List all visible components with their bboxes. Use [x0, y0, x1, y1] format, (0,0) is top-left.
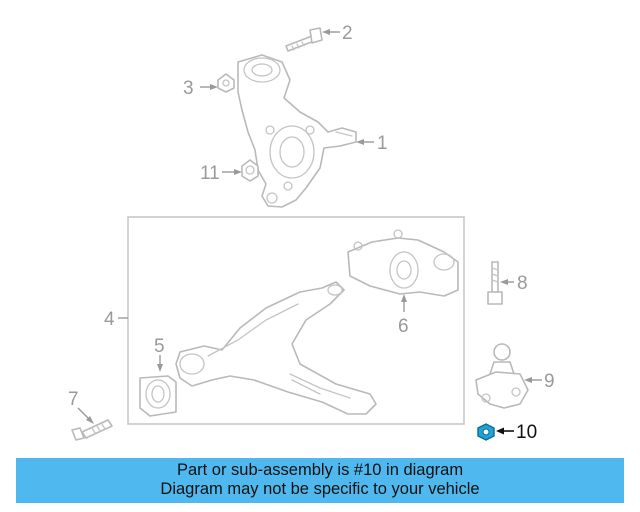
callout-2: 2	[342, 23, 353, 44]
steering-knuckle-part[interactable]	[237, 54, 357, 208]
bolt-part-8[interactable]	[487, 261, 503, 305]
bushing-part-5[interactable]	[139, 375, 177, 417]
banner-line-1: Part or sub-assembly is #10 in diagram	[176, 461, 464, 479]
callout-7: 7	[68, 389, 79, 410]
callout-4: 4	[104, 309, 115, 330]
control-arm-assembly-frame	[127, 216, 465, 425]
bolt-part-7[interactable]	[71, 419, 113, 441]
callout-3: 3	[183, 78, 194, 99]
banner-line-2: Diagram may not be specific to your vehi…	[160, 480, 480, 498]
callout-11: 11	[200, 163, 220, 184]
knuckle-bolt-part[interactable]	[285, 27, 323, 52]
lower-control-arm-part[interactable]	[175, 281, 377, 415]
nut-part-11[interactable]	[241, 159, 259, 182]
info-banner: Part or sub-assembly is #10 in diagram D…	[16, 458, 624, 503]
nut-part-3[interactable]	[217, 73, 235, 93]
callout-9: 9	[544, 371, 555, 392]
callout-8: 8	[517, 273, 528, 294]
callout-5: 5	[154, 336, 165, 357]
ball-joint-part-9[interactable]	[475, 343, 529, 409]
callout-leaders	[77, 29, 542, 435]
parts-diagram: 1 2 3 4 5 6 7 8 9 10 11	[68, 23, 555, 443]
callout-1: 1	[377, 133, 388, 154]
bushing-bracket-part-6[interactable]	[347, 229, 459, 297]
highlighted-nut-part-10[interactable]	[477, 423, 495, 441]
callout-6: 6	[398, 316, 409, 337]
callout-10: 10	[516, 422, 537, 443]
